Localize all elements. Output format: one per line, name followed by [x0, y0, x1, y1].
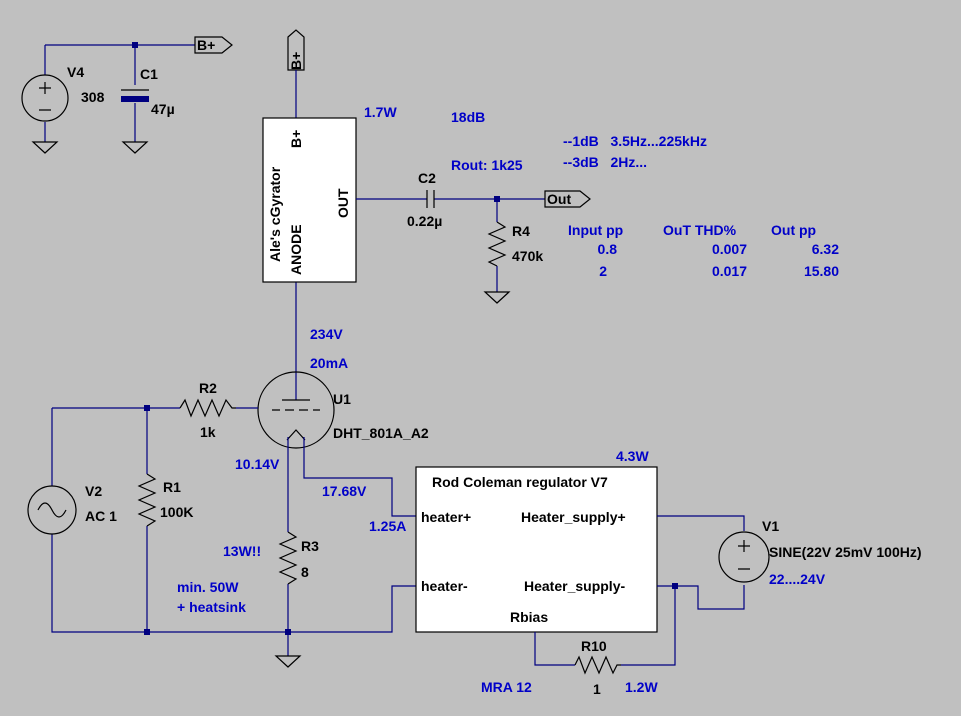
r10-power-annotation: 1.2W [625, 679, 658, 695]
c1-name: C1 [140, 66, 158, 82]
c2-name: C2 [418, 170, 436, 186]
r3-section: R3 8 13W!! min. 50W + heatsink [177, 531, 319, 668]
bw-1db-annotation: --1dB 3.5Hz...225kHz [563, 133, 707, 149]
gyrator-box [262, 117, 357, 283]
r10-name: R10 [581, 638, 607, 654]
r2-value: 1k [200, 424, 216, 440]
table-header-input: Input pp [568, 222, 623, 238]
v2-value: AC 1 [85, 508, 117, 524]
v4-value: 308 [81, 89, 105, 105]
gyrator-pin-anode: ANODE [288, 224, 304, 275]
c2-capacitor [426, 190, 435, 208]
measurement-table: Input pp OuT THD% Out pp 0.8 0.007 6.32 … [568, 222, 839, 279]
regulator-power-annotation: 4.3W [616, 448, 649, 464]
output-section: Out C2 0.22µ R4 470k [356, 170, 591, 304]
u1-name: U1 [333, 391, 351, 407]
rout-annotation: Rout: 1k25 [451, 157, 523, 173]
out-flag [544, 190, 591, 208]
cathode-voltage-annotation: 10.14V [235, 456, 280, 472]
r4-name: R4 [512, 223, 530, 239]
c2-value: 0.22µ [407, 213, 442, 229]
v4-source [21, 74, 69, 122]
ground-symbol [31, 141, 59, 154]
heater-current-annotation: 1.25A [369, 518, 406, 534]
table-cell: 15.80 [804, 263, 839, 279]
regulator-pin-rbias: Rbias [510, 609, 548, 625]
v4-name: V4 [67, 64, 84, 80]
anode-current-annotation: 20mA [310, 355, 348, 371]
r3-note-1: min. 50W [177, 579, 239, 595]
table-header-out: Out pp [771, 222, 816, 238]
regulator-title: Rod Coleman regulator V7 [432, 474, 608, 490]
ground-symbol [274, 655, 302, 668]
table-cell: 0.007 [712, 241, 747, 257]
r4-value: 470k [512, 248, 543, 264]
r10-value: 1 [593, 681, 601, 697]
r3-value: 8 [301, 564, 309, 580]
bplus-top-flag [287, 29, 305, 71]
regulator-pin-supply-minus: Heater_supply- [524, 578, 625, 594]
v1-name: V1 [762, 518, 779, 534]
gyrator-pin-out: OUT [335, 188, 351, 218]
regulator-pin-heater-plus: heater+ [421, 509, 471, 525]
r2-name: R2 [199, 380, 217, 396]
bplus-supply-flag [194, 36, 233, 54]
r3-resistor [278, 531, 298, 585]
ground-symbol [121, 141, 149, 154]
c1-value: 47µ [151, 101, 175, 117]
v2-name: V2 [85, 483, 102, 499]
bw-3db-annotation: --3dB 2Hz... [563, 154, 647, 170]
gyrator-pin-bplus: B+ [288, 130, 304, 148]
out-flag-label: Out [547, 191, 571, 207]
r10-type-annotation: MRA 12 [481, 679, 532, 695]
r3-name: R3 [301, 538, 319, 554]
r10-resistor [574, 655, 621, 675]
gyrator-block: B+ Ale's cGyrator ANODE B+ OUT 1.7W [262, 29, 397, 400]
r3-power-annotation: 13W!! [223, 543, 261, 559]
gain-annotation: 18dB [451, 109, 485, 125]
c1-capacitor [121, 89, 149, 102]
table-cell: 2 [599, 263, 607, 279]
r1-resistor [137, 473, 157, 527]
regulator-pin-heater-minus: heater- [421, 578, 468, 594]
r1-value: 100K [160, 504, 193, 520]
r4-resistor [487, 221, 507, 267]
v2-ac-source [27, 485, 77, 535]
r1-name: R1 [163, 479, 181, 495]
table-cell: 0.8 [598, 241, 618, 257]
input-section: R2 1k V2 AC 1 R1 100K [27, 380, 416, 635]
supply-section: B+ V4 308 C1 47µ [21, 36, 233, 154]
regulator-pin-supply-plus: Heater_supply+ [521, 509, 626, 525]
table-header-thd: OuT THD% [663, 222, 737, 238]
r2-resistor [179, 398, 236, 418]
ground-symbol [483, 291, 511, 304]
u1-triode: U1 DHT_801A_A2 234V 20mA 10.14V 17.68V [235, 326, 429, 532]
r3-note-2: + heatsink [177, 599, 246, 615]
table-cell: 0.017 [712, 263, 747, 279]
v1-source [718, 531, 770, 583]
heater-supply-section: V1 SINE(22V 25mV 100Hz) 22....24V R10 1 … [481, 515, 922, 697]
supply-range-annotation: 22....24V [769, 571, 826, 587]
bplus-supply-flag-label: B+ [197, 37, 215, 53]
heater-voltage-annotation: 17.68V [322, 483, 367, 499]
gyrator-title: Ale's cGyrator [267, 166, 283, 262]
anode-voltage-annotation: 234V [310, 326, 343, 342]
u1-value: DHT_801A_A2 [333, 425, 429, 441]
gyrator-power: 1.7W [364, 104, 397, 120]
regulator-box [415, 466, 658, 633]
bplus-top-flag-label: B+ [288, 52, 304, 70]
regulator-block: Rod Coleman regulator V7 heater+ heater-… [369, 448, 658, 633]
table-cell: 6.32 [812, 241, 839, 257]
performance-notes: 18dB Rout: 1k25 --1dB 3.5Hz...225kHz --3… [451, 109, 707, 173]
v1-value: SINE(22V 25mV 100Hz) [769, 544, 922, 560]
